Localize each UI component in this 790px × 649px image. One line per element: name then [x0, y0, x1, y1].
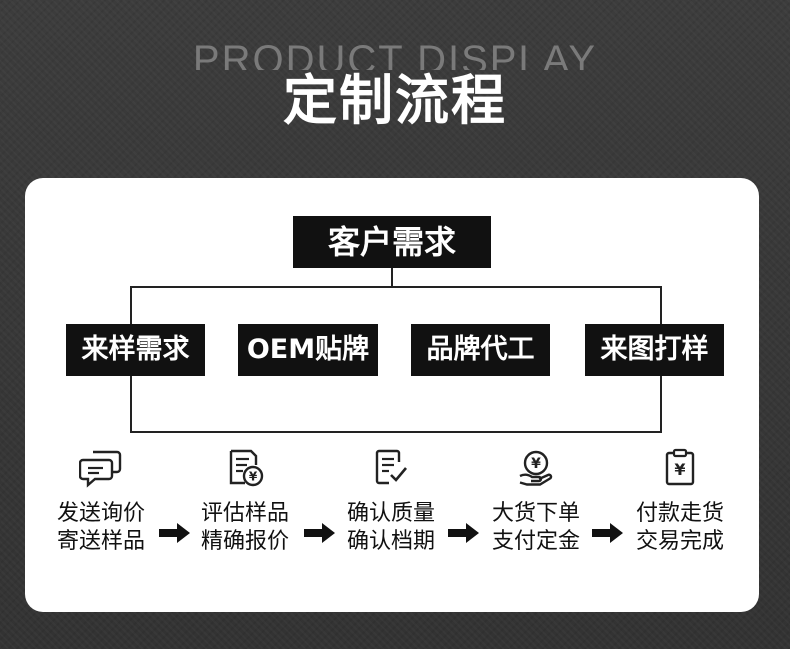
- svg-text:¥: ¥: [531, 456, 541, 472]
- step-2-text: 评估样品精确报价: [200, 501, 289, 554]
- arrow-right-icon: [304, 523, 335, 543]
- step-5-text: 付款走货交易完成: [635, 501, 724, 554]
- header: PRODUCT DISPLAY 定制流程: [0, 0, 790, 170]
- arrow-right-icon: [592, 523, 623, 543]
- step-3-text: 确认质量确认档期: [346, 501, 435, 554]
- clipboard-yen-icon: ¥: [665, 448, 695, 486]
- step-1-text: 发送询价寄送样品: [56, 501, 145, 554]
- yen-coin-hand-icon: ¥: [519, 450, 553, 486]
- flow-card: 客户需求 来样需求 OEM贴牌 品牌代工 来图打样 发送询价寄送样品: [25, 178, 759, 612]
- step-1: 发送询价寄送样品: [41, 448, 161, 556]
- svg-text:¥: ¥: [674, 460, 685, 479]
- category-frame: [130, 286, 662, 433]
- node-brand-oem: 品牌代工: [411, 324, 550, 376]
- chat-bubbles-icon: [79, 450, 122, 488]
- node-sample-request: 来样需求: [66, 324, 205, 376]
- svg-text:¥: ¥: [249, 470, 258, 484]
- step-4: ¥ 大货下单支付定金: [476, 448, 596, 556]
- page-subtitle: PRODUCT DISPLAY: [192, 38, 598, 70]
- step-4-text: 大货下单支付定金: [491, 501, 580, 554]
- arrow-right-icon: [448, 523, 479, 543]
- step-3: 确认质量确认档期: [331, 448, 451, 556]
- node-oem: OEM贴牌: [238, 324, 378, 376]
- connector-vertical: [391, 268, 393, 288]
- page-title: 定制流程: [283, 69, 507, 132]
- step-2: ¥ 评估样品精确报价: [185, 448, 305, 556]
- step-5: ¥ 付款走货交易完成: [620, 448, 740, 556]
- arrow-right-icon: [159, 523, 190, 543]
- node-drawing-sample: 来图打样: [585, 324, 724, 376]
- document-yen-icon: ¥: [229, 449, 264, 487]
- node-customer-demand: 客户需求: [293, 216, 491, 268]
- checklist-icon: [375, 449, 407, 485]
- process-steps: 发送询价寄送样品 ¥ 评估样品精确报价: [25, 448, 759, 558]
